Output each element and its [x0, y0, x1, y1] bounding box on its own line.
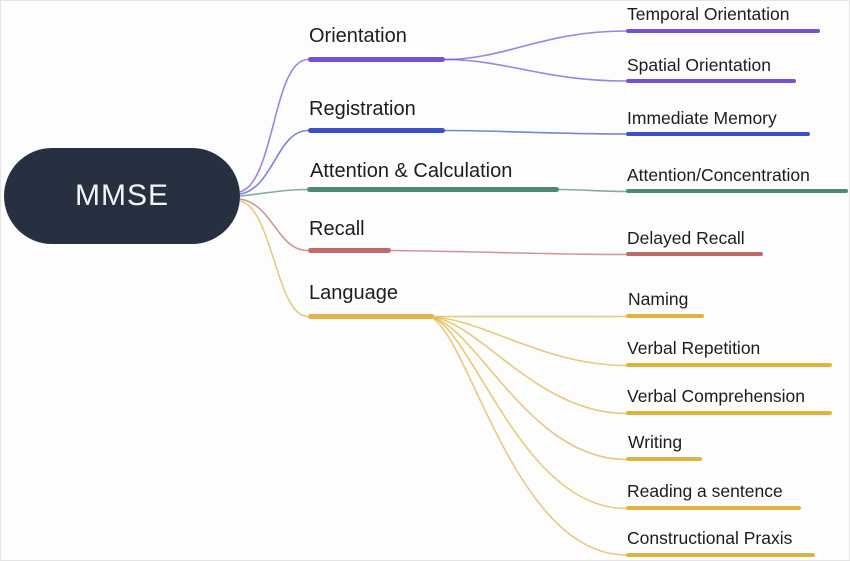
- branch-label-orientation[interactable]: Orientation: [309, 25, 407, 47]
- branch-bar-registration[interactable]: [308, 128, 445, 133]
- connector-recall-delayed: [390, 249, 627, 256]
- leaf-label-spatial-orientation[interactable]: Spatial Orientation: [627, 55, 771, 75]
- root-node-label: MMSE: [75, 179, 169, 212]
- connector-root-recall: [239, 198, 309, 252]
- leaf-label-temporal-orientation[interactable]: Temporal Orientation: [627, 4, 790, 24]
- leaf-bar-verbal-repetition[interactable]: [626, 363, 832, 367]
- connector-orientation-spatial: [444, 58, 627, 82]
- leaf-bar-writing[interactable]: [626, 457, 702, 461]
- leaf-bar-delayed-recall[interactable]: [626, 252, 763, 256]
- leaf-bar-reading-sentence[interactable]: [626, 506, 801, 510]
- leaf-bar-verbal-comprehension[interactable]: [626, 411, 832, 415]
- leaf-bar-immediate-memory[interactable]: [626, 132, 810, 136]
- connector-language-reading: [433, 317, 627, 510]
- connector-language-verbal-repetition: [434, 316, 627, 367]
- branch-bar-orientation[interactable]: [308, 57, 445, 62]
- branch-bar-language[interactable]: [308, 314, 434, 319]
- connector-root-attention-calculation: [239, 188, 308, 197]
- leaf-label-attention-concentration[interactable]: Attention/Concentration: [627, 165, 810, 185]
- leaf-label-verbal-comprehension[interactable]: Verbal Comprehension: [627, 386, 806, 406]
- connector-root-registration: [239, 129, 309, 195]
- branch-label-language[interactable]: Language: [309, 282, 398, 304]
- connector-root-language: [239, 200, 309, 318]
- leaf-label-delayed-recall[interactable]: Delayed Recall: [627, 228, 745, 248]
- branch-bar-recall[interactable]: [308, 248, 391, 253]
- leaf-label-naming[interactable]: Naming: [628, 289, 689, 309]
- leaf-bar-temporal-orientation[interactable]: [626, 29, 820, 33]
- leaf-label-writing[interactable]: Writing: [628, 432, 683, 452]
- root-node[interactable]: MMSE: [4, 148, 240, 244]
- branch-label-attention-calculation[interactable]: Attention & Calculation: [310, 160, 513, 182]
- branch-label-registration[interactable]: Registration: [309, 98, 416, 120]
- connector-language-writing: [433, 317, 627, 461]
- leaf-label-constructional-praxis[interactable]: Constructional Praxis: [627, 528, 793, 548]
- leaf-label-verbal-repetition[interactable]: Verbal Repetition: [627, 338, 761, 358]
- connector-root-orientation: [239, 58, 309, 193]
- connector-registration-immediate-memory: [444, 129, 627, 135]
- connector-language-verbal-comprehension: [434, 316, 627, 415]
- connector-language-constructional: [432, 317, 627, 556]
- branch-label-recall[interactable]: Recall: [309, 218, 365, 240]
- leaf-label-immediate-memory[interactable]: Immediate Memory: [627, 108, 777, 128]
- leaf-bar-attention-concentration[interactable]: [626, 189, 848, 193]
- connector-orientation-temporal: [444, 30, 627, 61]
- leaf-bar-constructional-praxis[interactable]: [626, 553, 815, 557]
- leaf-bar-naming[interactable]: [626, 314, 704, 318]
- leaf-bar-spatial-orientation[interactable]: [626, 79, 796, 83]
- connector-attention-concentration: [557, 188, 627, 193]
- branch-bar-attention-calculation[interactable]: [307, 187, 559, 192]
- leaf-label-reading-sentence[interactable]: Reading a sentence: [627, 481, 783, 501]
